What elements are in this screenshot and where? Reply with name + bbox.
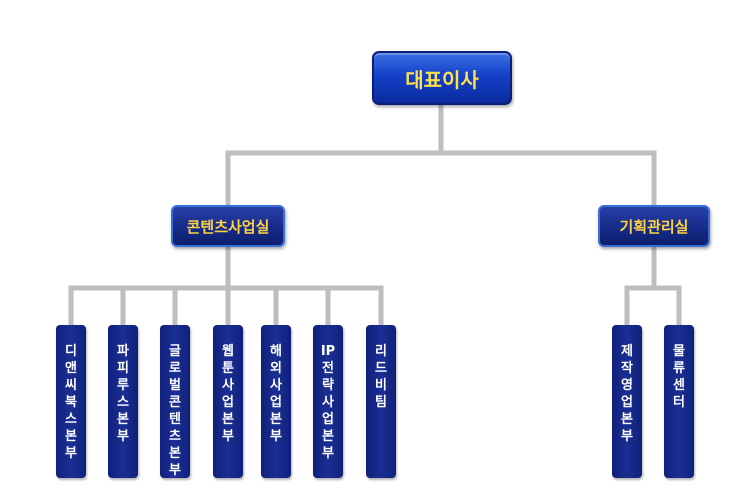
division-box-content: 콘텐츠사업실 bbox=[171, 205, 285, 247]
division-label: 콘텐츠사업실 bbox=[186, 217, 270, 236]
department-label: 파피루스본부 bbox=[117, 344, 129, 444]
department-box: 디앤씨북스본부 bbox=[56, 325, 86, 478]
ceo-label: 대표이사 bbox=[405, 67, 479, 92]
department-label: IP전략사업본부 bbox=[320, 344, 336, 461]
department-box: 해외사업본부 bbox=[261, 325, 291, 478]
department-label: 웹툰사업본부 bbox=[222, 344, 234, 444]
department-label: 해외사업본부 bbox=[270, 344, 282, 444]
department-box: 파피루스본부 bbox=[108, 325, 138, 478]
department-label: 물류센터 bbox=[673, 344, 685, 410]
department-label: 글로벌콘텐츠본부 bbox=[169, 344, 181, 478]
ceo-box: 대표이사 bbox=[372, 51, 512, 105]
department-box: 제작영업본부 bbox=[612, 325, 642, 478]
department-label: 제작영업본부 bbox=[621, 344, 633, 444]
department-box: 리드비팀 bbox=[366, 325, 396, 478]
department-box: 웹툰사업본부 bbox=[213, 325, 243, 478]
department-label: 디앤씨북스본부 bbox=[65, 344, 77, 461]
division-label: 기획관리실 bbox=[619, 217, 689, 236]
division-box-planning: 기획관리실 bbox=[598, 205, 710, 247]
department-label: 리드비팀 bbox=[375, 344, 387, 410]
department-box: IP전략사업본부 bbox=[313, 325, 343, 478]
department-box: 글로벌콘텐츠본부 bbox=[160, 325, 190, 478]
department-box: 물류센터 bbox=[664, 325, 694, 478]
